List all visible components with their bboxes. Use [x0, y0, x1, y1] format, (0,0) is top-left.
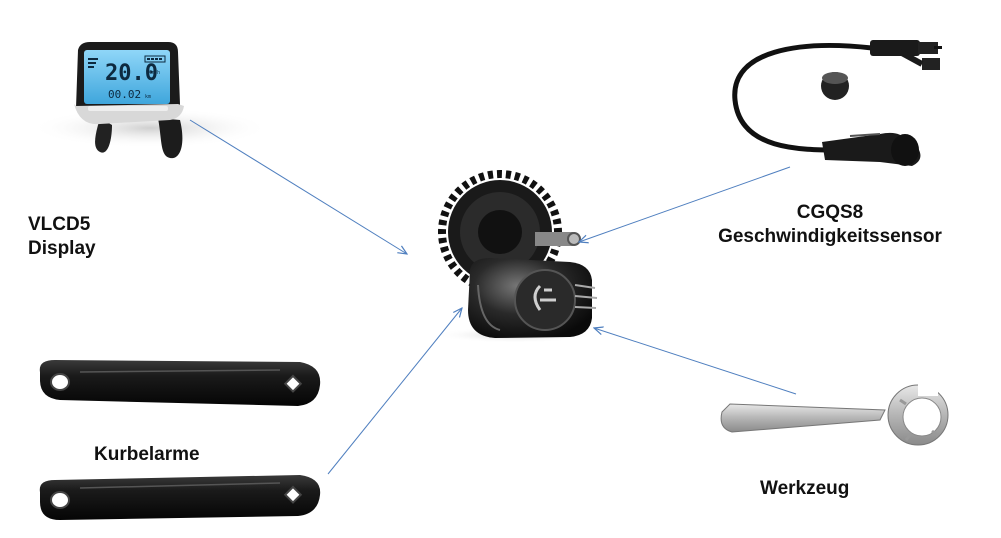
display-label-model: VLCD5: [28, 214, 91, 235]
tool-label: Werkzeug: [760, 478, 850, 499]
display-label-type: Display: [28, 238, 96, 259]
arrow-tool-to-motor: [594, 328, 797, 395]
crank-arm-lower-image: [39, 475, 321, 520]
sensor-label-model: CGQS8: [796, 202, 864, 223]
arrow-crank-to-motor: [327, 308, 462, 475]
vlcd5-display-image: 20.0 Km/h 00.02 km: [30, 42, 270, 159]
sensor-label-type: Geschwindigkeitssensor: [718, 226, 942, 247]
display-label: VLCD5 Display: [28, 213, 96, 261]
sensor-label: CGQS8 Geschwindigkeitssensor: [690, 201, 970, 249]
arrow-display-to-motor: [189, 119, 407, 254]
crank-arm-upper-image: [39, 360, 321, 406]
lcd-odometer-unit: km: [145, 94, 151, 100]
arrow-sensor-to-motor: [579, 166, 791, 242]
connector-arrows: [189, 119, 797, 475]
spanner-tool-image: [720, 380, 949, 446]
lcd-odometer: 00.02: [108, 88, 141, 101]
cgqs8-speed-sensor-image: [732, 40, 942, 166]
crank-arms-label: Kurbelarme: [94, 444, 200, 465]
mid-drive-motor-image: [435, 170, 598, 343]
lcd-speed: 20.0: [105, 61, 158, 86]
lcd-speed-unit: Km/h: [148, 70, 160, 76]
